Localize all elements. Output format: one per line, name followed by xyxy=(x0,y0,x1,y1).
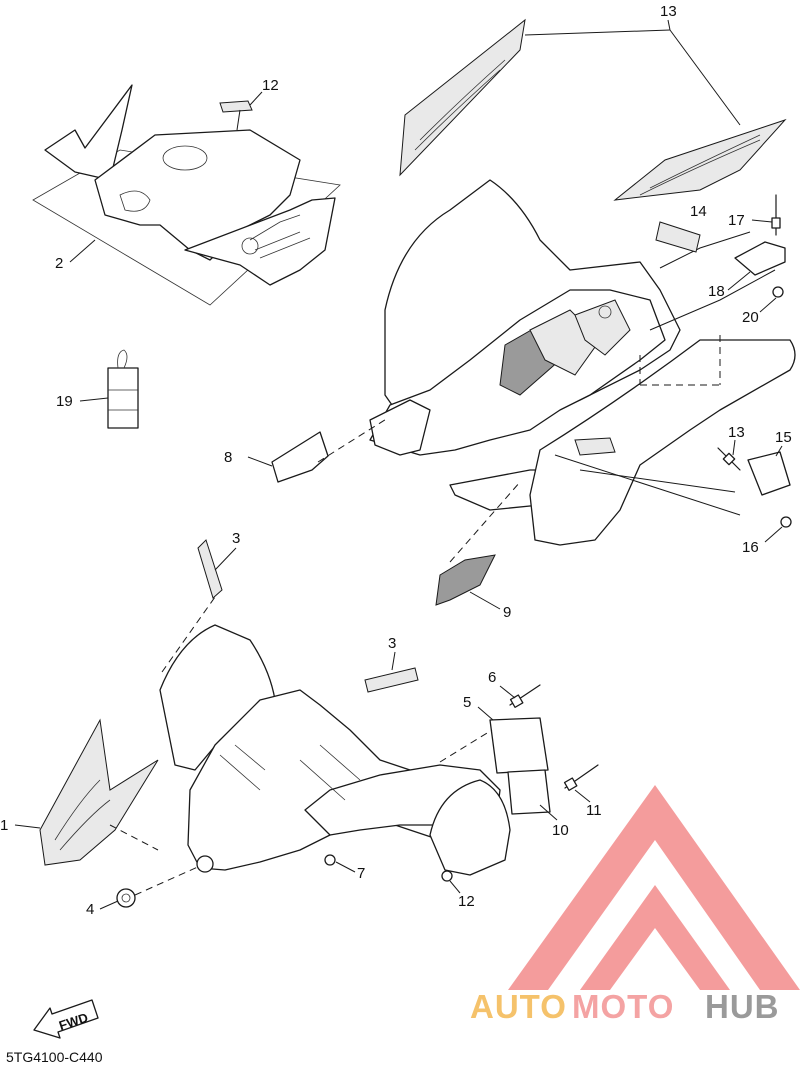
callout-9: 11 xyxy=(586,802,602,819)
callout-1: 1 xyxy=(0,817,8,834)
part-14-decal xyxy=(655,221,701,253)
callout-19: 17 xyxy=(728,212,745,229)
callout-13: 8 xyxy=(224,449,232,466)
part-13-decal-left xyxy=(271,417,389,483)
callout-10: 12 xyxy=(458,893,475,910)
callout-18: 18 xyxy=(708,283,725,300)
part-12-rear-decals xyxy=(399,18,787,201)
part-8-plate xyxy=(507,769,551,815)
part-3-decal-upper xyxy=(161,539,223,673)
part-21-tag xyxy=(107,349,139,429)
part-20-nut xyxy=(772,286,784,298)
callout-14: 14 xyxy=(690,203,707,220)
callout-2: 2 xyxy=(55,255,63,272)
callout-21: 19 xyxy=(56,393,73,410)
watermark-moto: MOTO xyxy=(572,988,674,1025)
watermark-hub: HUB xyxy=(705,988,780,1025)
part-13-decal-right xyxy=(435,481,521,606)
watermark-auto: AUTO xyxy=(470,988,567,1025)
callout-12: 13 xyxy=(660,3,677,20)
callout-8: 10 xyxy=(552,822,569,839)
callout-5: 5 xyxy=(463,694,471,711)
part-6-rivet xyxy=(509,684,541,708)
part-4-grommet xyxy=(116,888,136,908)
callout-13-b: 9 xyxy=(503,604,511,621)
part-10-nut xyxy=(441,870,453,882)
callout-3: 3 xyxy=(232,530,240,547)
automotohub-logo: AUTO MOTO HUB xyxy=(470,785,800,1025)
front-fender xyxy=(159,624,511,876)
part-1-side-decal xyxy=(39,718,159,866)
part-5-plate xyxy=(489,717,549,774)
part-7-nut xyxy=(324,854,336,866)
fwd-arrow-icon: FWD xyxy=(33,999,99,1039)
part-code-label: 5TG4100-C440 xyxy=(6,1049,103,1065)
callout-6: 6 xyxy=(488,669,496,686)
part-17-nut xyxy=(780,516,792,528)
part-19-rivet xyxy=(771,194,781,236)
rear-fender-assembly xyxy=(369,179,796,546)
callout-17: 16 xyxy=(742,539,759,556)
part-18-plate xyxy=(734,241,786,276)
callout-15: 15 xyxy=(775,429,792,446)
part-2-tank-cover xyxy=(32,84,341,306)
callout-20: 20 xyxy=(742,309,759,326)
callout-4: 4 xyxy=(86,901,94,918)
part-16-rivet xyxy=(717,447,741,471)
callout-7: 7 xyxy=(357,865,365,882)
callout-16: 13 xyxy=(728,424,745,441)
callout-11: 12 xyxy=(262,77,279,94)
part-9-rivet xyxy=(563,764,599,791)
callout-3-b: 3 xyxy=(388,635,396,652)
part-15-plate xyxy=(747,451,791,496)
